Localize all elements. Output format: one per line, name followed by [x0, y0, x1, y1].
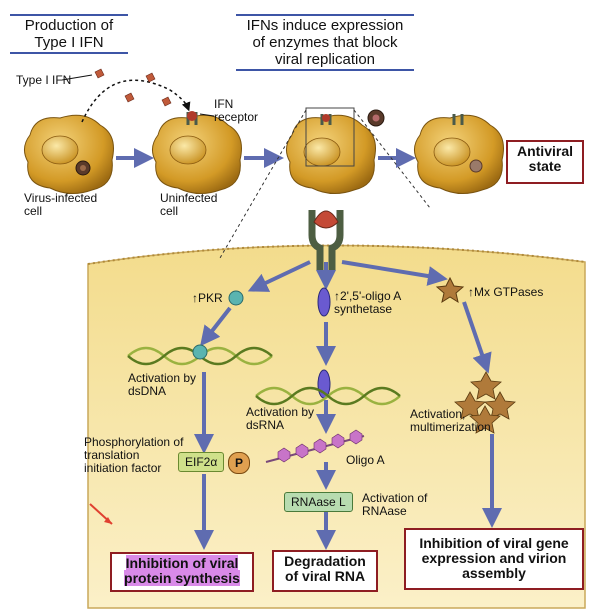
cell-with-receptor: [286, 107, 376, 194]
type1-ifn-pointer: [61, 74, 93, 81]
label-type1-ifn: Type I IFN: [16, 73, 72, 87]
label-virus-infected-cell: Virus-infected cell: [24, 191, 98, 218]
eif2a-pill: EIF2α: [178, 452, 225, 472]
antiviral-state-text: Antiviral state: [516, 143, 573, 174]
header-induce-text: IFNs induce expression of enzymes that b…: [246, 17, 404, 68]
label-mx-gtpases: ↑Mx GTPases: [468, 286, 543, 299]
header-production: Production of Type I IFN: [10, 14, 128, 54]
pathway-arrows: [194, 260, 502, 550]
up-arrow-icon: ↑: [468, 285, 474, 299]
mx-gtpase-star-icon: [435, 276, 465, 304]
ifn-secretion-arc: [81, 79, 191, 123]
label-activation-rnaase: Activation of RNAase: [362, 491, 428, 518]
receptor-pointer: [199, 113, 215, 117]
ifn-molecule-icons: [94, 68, 172, 107]
pkr-protein-icon: [228, 290, 244, 306]
label-activation-dsrna: Activation by dsRNA: [246, 405, 315, 432]
mx-gtpases-text: Mx GTPases: [474, 285, 544, 299]
phosphate-text: P: [234, 456, 243, 470]
inhibition-protein-box: Inhibition of viral protein synthesis: [110, 552, 254, 592]
large-ifn-receptor-icon: [308, 210, 344, 270]
antiviral-cell: [414, 114, 504, 194]
label-ifn-receptor: IFN receptor: [214, 97, 259, 124]
label-phosphorylation: Phosphorylation of translation initiatio…: [84, 435, 184, 475]
inhibition-gene-box: Inhibition of viral gene expression and …: [404, 528, 584, 590]
label-oligo-synthetase: ↑2',5'-oligo A synthetase: [334, 290, 444, 316]
rnaase-l-pill: RNAase L: [284, 492, 353, 512]
mx-multimer-icon: [454, 371, 516, 434]
label-uninfected-cell: Uninfected cell: [160, 191, 218, 218]
up-arrow-icon: ↑: [192, 291, 198, 305]
rnaase-l-text: RNAase L: [291, 495, 346, 509]
virus-infected-cell: [24, 114, 114, 194]
inhibition-protein-text: Inhibition of viral protein synthesis: [124, 555, 240, 586]
antiviral-state-box: Antiviral state: [506, 140, 584, 184]
phosphate-badge: P: [228, 452, 250, 474]
dsrna-helix-icon: [255, 386, 401, 406]
label-pkr: ↑PKR: [192, 292, 223, 305]
inhibition-gene-text: Inhibition of viral gene expression and …: [419, 535, 569, 581]
degradation-rna-text: Degradation of viral RNA: [284, 553, 366, 584]
pkr-text: PKR: [198, 291, 223, 305]
virus-particle-icon: [75, 160, 91, 176]
header-induce: IFNs induce expression of enzymes that b…: [236, 14, 414, 71]
label-activation-multimerization: Activation, multimerization: [410, 407, 491, 434]
uninfected-cell: [152, 114, 242, 194]
degradation-rna-box: Degradation of viral RNA: [272, 550, 378, 592]
up-arrow-icon: ↑: [334, 289, 340, 303]
header-production-text: Production of Type I IFN: [24, 17, 114, 51]
zoom-lines: [219, 109, 431, 259]
label-activation-dsdna: Activation by dsDNA: [128, 371, 197, 398]
ifn-receptor-icon: [186, 111, 198, 125]
oligo-synthetase-text: 2',5'-oligo A synthetase: [334, 289, 401, 316]
eif2a-text: EIF2α: [185, 455, 218, 469]
incoming-virus-icon: [367, 109, 385, 127]
oligo-a-chain-icon: [265, 429, 365, 463]
label-oligo-a: Oligo A: [346, 453, 385, 467]
synthetase-protein-icon: [317, 287, 331, 317]
pkr-bound-icon: [192, 344, 208, 360]
